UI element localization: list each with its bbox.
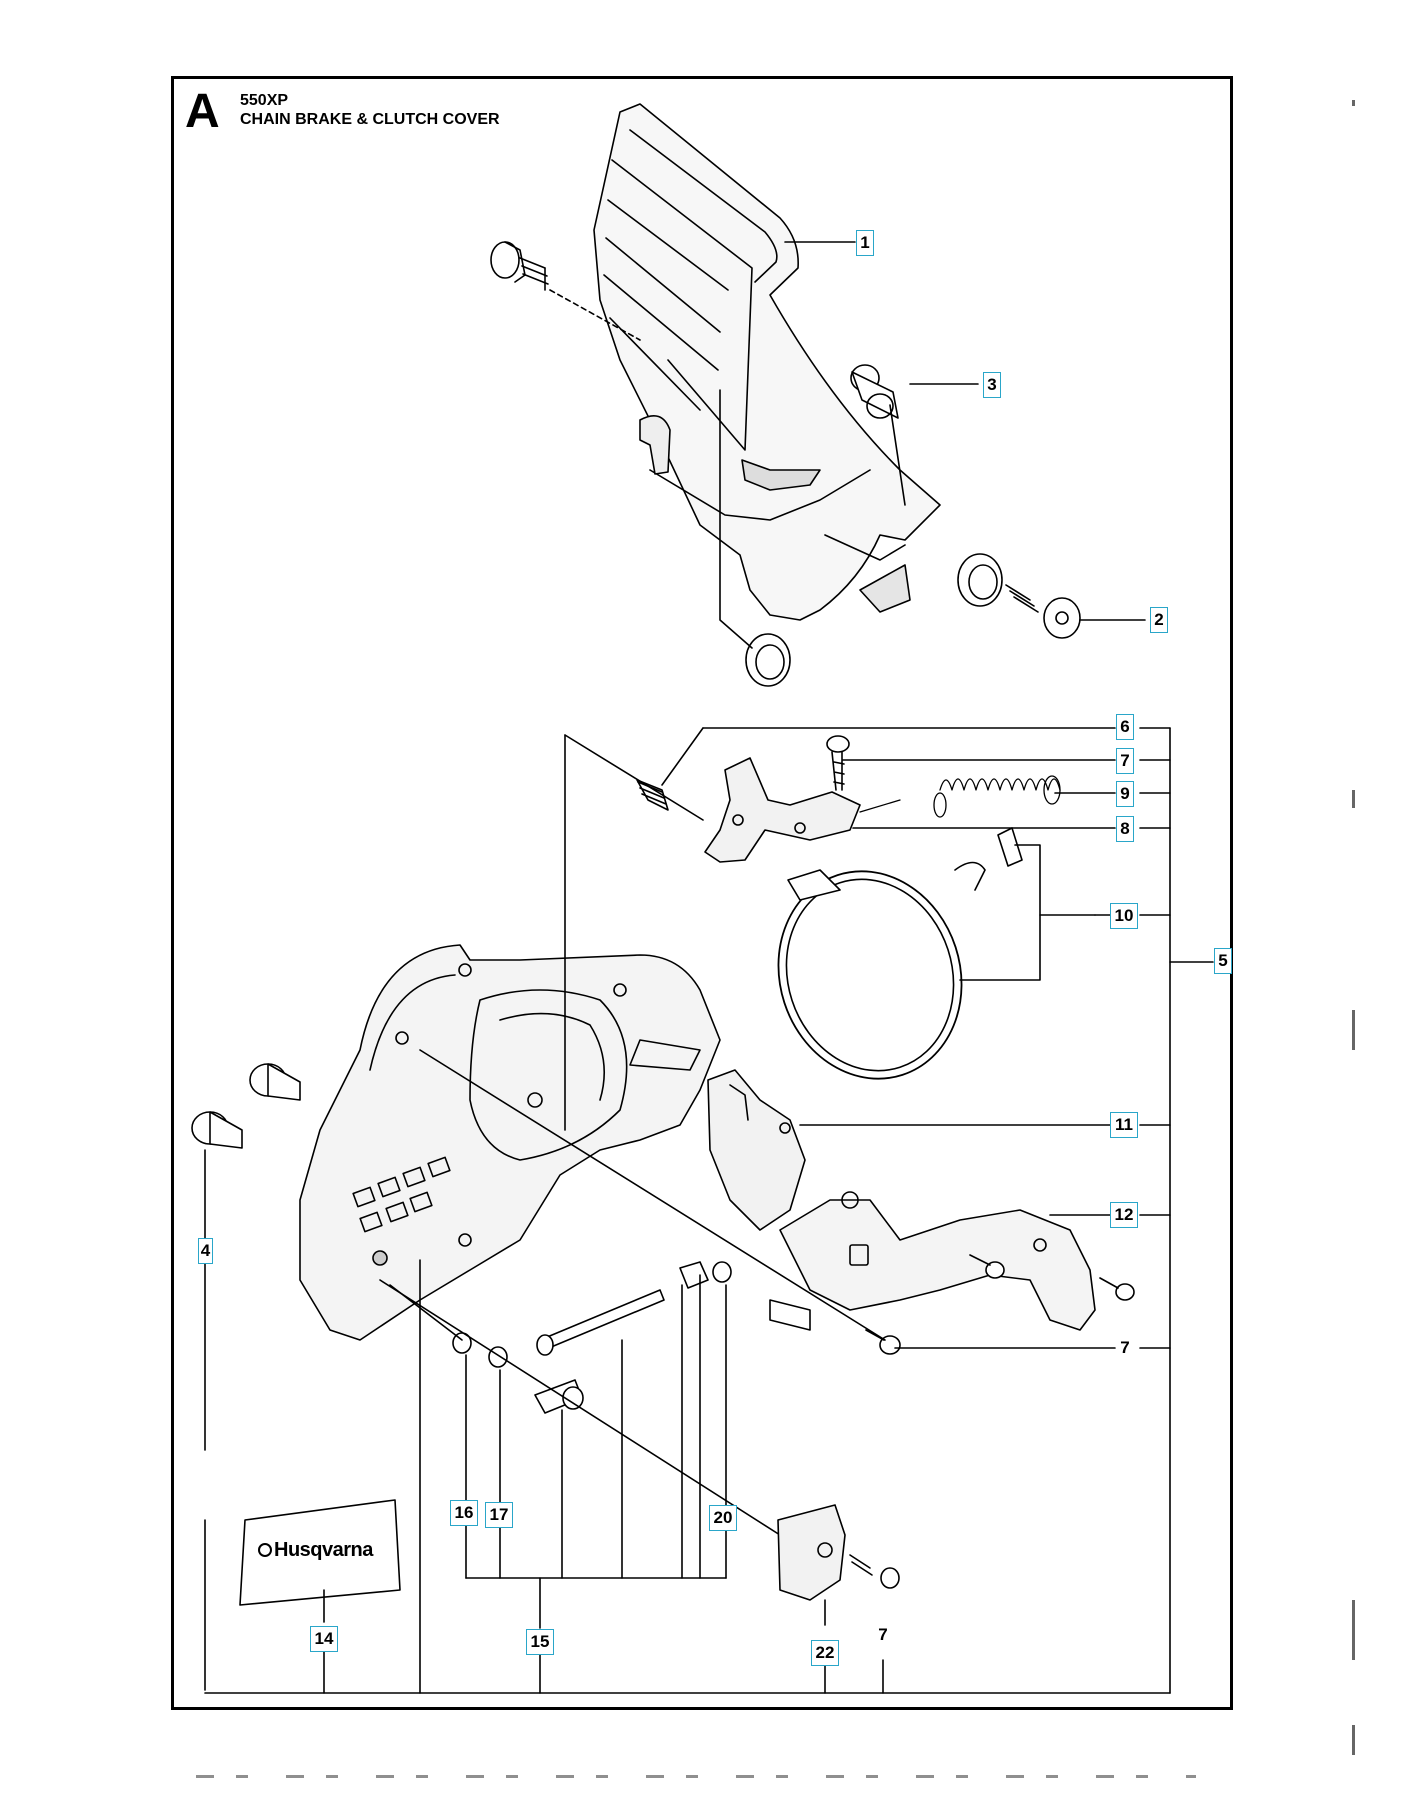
callout-7-top: 7	[1116, 748, 1134, 774]
callout-8: 8	[1116, 816, 1134, 842]
diagram-title: CHAIN BRAKE & CLUTCH COVER	[240, 111, 500, 128]
decal-part-14	[239, 1499, 401, 1606]
guard-bushing-bottom	[745, 633, 791, 687]
callout-22: 22	[811, 1640, 839, 1666]
sleeve-part	[850, 364, 899, 419]
adjuster-kit-part-15	[452, 1261, 732, 1414]
screw-cover-7	[865, 1254, 1135, 1355]
guard-bolt-left	[490, 241, 549, 291]
callout-15: 15	[526, 1629, 554, 1655]
clutch-cover-body	[299, 944, 721, 1341]
hand-guard-part	[593, 103, 1003, 621]
callout-7-bracket: 7	[878, 1625, 888, 1644]
callout-4: 4	[198, 1238, 213, 1264]
callout-3: 3	[983, 372, 1001, 398]
footer-artifact	[196, 1775, 1196, 1778]
screw-bracket-7	[849, 1554, 900, 1589]
cover-plate-part-12	[769, 1191, 1096, 1331]
callout-11: 11	[1110, 1112, 1138, 1138]
callout-7-cover: 7	[1120, 1338, 1130, 1357]
brake-band-part-10	[777, 827, 1023, 1080]
bracket-part-22	[777, 1504, 846, 1601]
callout-9: 9	[1116, 781, 1134, 807]
callout-14: 14	[310, 1626, 338, 1652]
callout-17: 17	[485, 1502, 513, 1528]
husqvarna-wordmark: Husqvarna	[274, 1539, 373, 1561]
margin-mark	[1352, 1010, 1355, 1050]
chain-tensioner-cap-part-4	[191, 1063, 301, 1149]
bolt-part-2	[1005, 584, 1081, 639]
housing-part-11	[707, 1069, 806, 1231]
husqvarna-logo: Husqvarna	[258, 1536, 388, 1564]
callout-20: 20	[709, 1505, 737, 1531]
callout-5: 5	[1214, 948, 1232, 974]
margin-mark	[1352, 1600, 1355, 1660]
husqvarna-crown-icon	[258, 1543, 272, 1557]
spring-part-9	[859, 775, 1061, 818]
callout-6: 6	[1116, 714, 1134, 740]
callout-2: 2	[1150, 607, 1168, 633]
margin-mark	[1352, 1725, 1355, 1755]
model-name: 550XP	[240, 92, 289, 109]
diagram-frame	[171, 76, 1233, 1710]
latch-part-8	[704, 757, 861, 863]
margin-mark	[1352, 100, 1355, 106]
callout-10: 10	[1110, 903, 1138, 929]
callout-12: 12	[1110, 1202, 1138, 1228]
margin-mark	[1352, 790, 1355, 808]
section-letter: A	[185, 85, 220, 138]
screw-top-part-7	[826, 735, 850, 791]
callout-16: 16	[450, 1500, 478, 1526]
callout-1: 1	[856, 230, 874, 256]
